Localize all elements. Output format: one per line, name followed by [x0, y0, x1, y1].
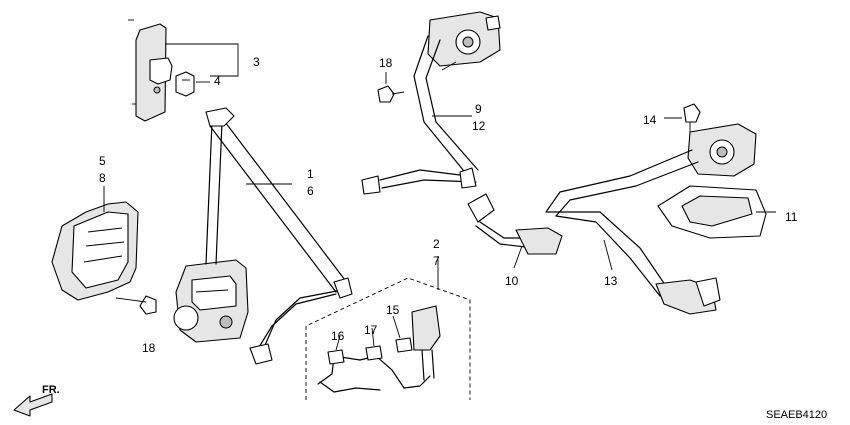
- rear-buckle-10: [467, 193, 563, 269]
- label-2: 2: [433, 237, 440, 251]
- wire-harness: [317, 327, 431, 393]
- label-17: 17: [364, 323, 378, 337]
- rear-outer-belt: [545, 149, 721, 315]
- adjuster-knob: [175, 71, 195, 97]
- leader-13: [603, 239, 613, 271]
- bolt-14: [664, 103, 701, 134]
- rear-outer-retractor: [687, 123, 757, 177]
- diagram-code: SEAEB4120: [766, 409, 827, 421]
- label-6: 6: [307, 184, 314, 198]
- label-4: 4: [214, 74, 221, 88]
- center-buckle: [392, 305, 441, 381]
- front-direction-label: FR.: [42, 384, 60, 396]
- tray-part-11: [657, 185, 767, 239]
- front-direction-arrow: [13, 393, 53, 417]
- label-18-rear: 18: [379, 56, 393, 70]
- label-15: 15: [386, 303, 400, 317]
- bolt-18-rear: [377, 72, 405, 103]
- label-3: 3: [253, 55, 260, 69]
- label-12: 12: [472, 119, 486, 133]
- label-10: 10: [505, 274, 519, 288]
- callout-labels: 3 4 5 8 1 6 18 18 9 12 14 11 2 7 10 13 1…: [42, 55, 827, 421]
- label-13: 13: [604, 274, 618, 288]
- label-8: 8: [99, 171, 106, 185]
- label-9: 9: [475, 102, 482, 116]
- kit-outline: [305, 277, 471, 400]
- label-5: 5: [99, 154, 106, 168]
- label-14: 14: [643, 113, 657, 127]
- label-7: 7: [433, 254, 440, 268]
- upper-anchor-cover: [128, 19, 173, 122]
- label-16: 16: [331, 329, 345, 343]
- rear-center-belt: [361, 35, 479, 195]
- front-retractor: [173, 259, 249, 343]
- bracket-3: [165, 43, 239, 77]
- rear-center-retractor: [427, 11, 501, 67]
- label-18-front: 18: [142, 341, 156, 355]
- side-trim-panel: [51, 201, 139, 301]
- label-1: 1: [307, 167, 314, 181]
- label-11: 11: [785, 210, 798, 224]
- front-seat-belt: [205, 107, 353, 365]
- bolt-18-front: [115, 295, 157, 315]
